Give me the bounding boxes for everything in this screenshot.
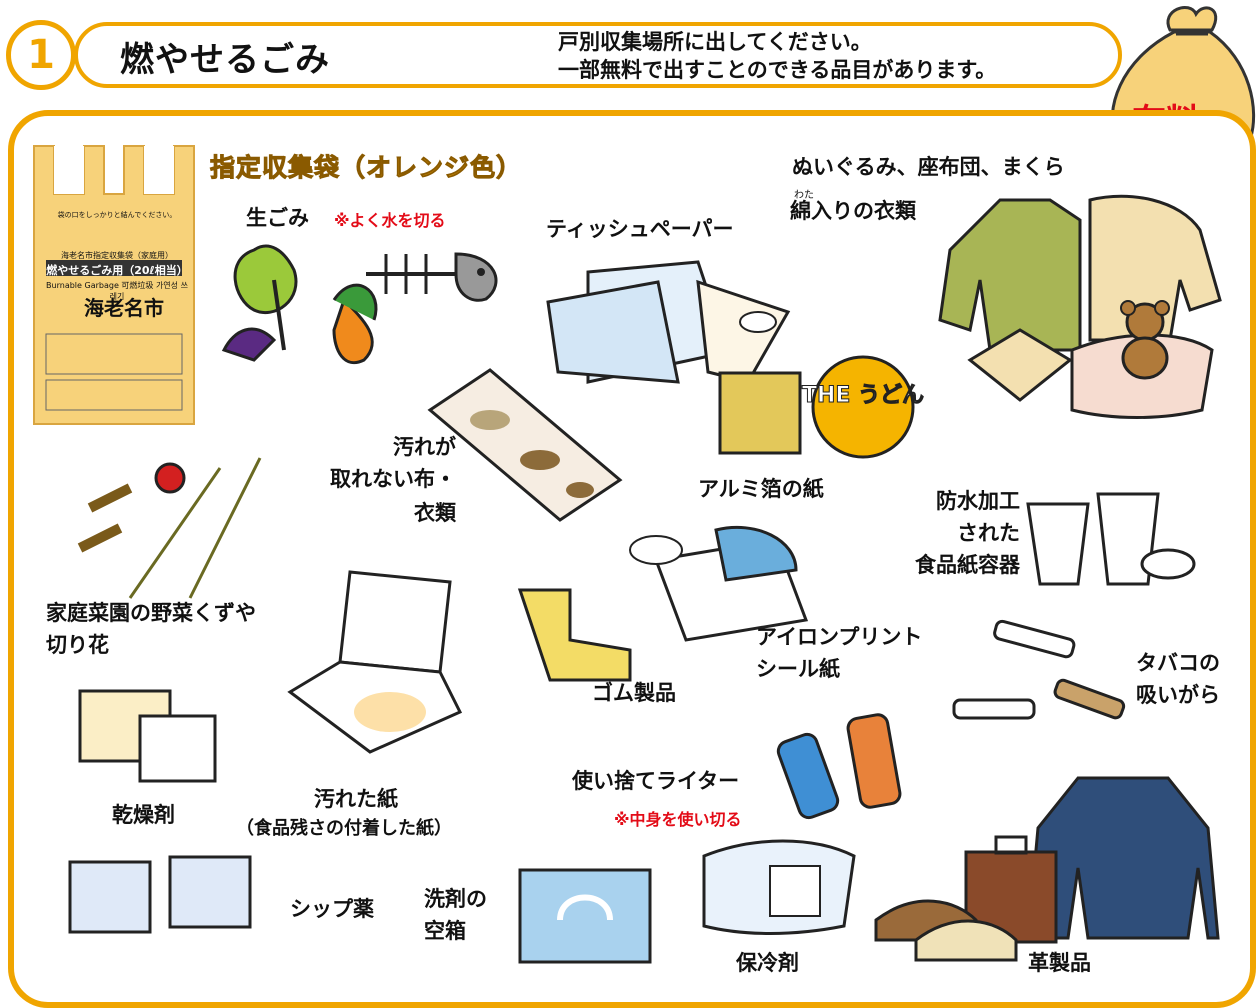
shoes-icon	[874, 899, 1018, 962]
cigarette-icon	[952, 619, 1126, 720]
lighter-icon	[776, 713, 902, 820]
label-cigarette-2: 吸いがら	[1136, 683, 1220, 707]
boot-icon	[517, 588, 632, 682]
label-detergent-1: 洗剤の	[424, 887, 487, 911]
food-box-icon	[287, 570, 463, 754]
note-raw-garbage: ※よく水を切る	[334, 211, 446, 230]
label-rubber: ゴム製品	[592, 681, 676, 705]
label-iron-1: アイロンプリント	[756, 625, 923, 649]
label-cold-pack: 保冷剤	[736, 951, 799, 975]
detergent-box-icon	[518, 868, 652, 964]
label-foil-paper: アルミ箔の紙	[698, 477, 824, 501]
label-detergent-2: 空箱	[424, 919, 466, 943]
label-dirty-cloth-1: 汚れが	[393, 435, 456, 459]
desiccant-icon	[78, 689, 217, 783]
paper-cup-icon	[1026, 492, 1196, 586]
label-dirty-cloth-3: 衣類	[414, 501, 456, 525]
label-dirty-paper: 汚れた紙	[314, 787, 398, 811]
label-garden-2: 切り花	[46, 633, 109, 657]
label-cotton-clothes: 綿入りの衣類	[790, 199, 916, 223]
label-raw-garbage: 生ごみ	[246, 206, 309, 230]
label-waterproof-3: 食品紙容器	[915, 553, 1020, 577]
tissue-icon	[546, 260, 791, 384]
title-bar: 燃やせるごみ 戸別収集場所に出してください。 一部無料で出すことのできる品目があ…	[74, 22, 1122, 88]
label-garden-1: 家庭菜園の野菜くずや	[46, 601, 256, 625]
section-number: 1	[6, 20, 76, 90]
note-line-2: 一部無料で出すことのできる品目があります。	[558, 58, 997, 82]
label-waterproof-1: 防水加工	[936, 489, 1020, 513]
label-lighter: 使い捨てライター	[572, 769, 740, 793]
page-title: 燃やせるごみ	[120, 40, 330, 80]
flower-icon	[77, 457, 262, 599]
fish-bone-icon	[366, 252, 498, 302]
cold-pack-icon	[702, 839, 856, 935]
bag-use-text: 燃やせるごみ用（20ℓ相当）	[46, 264, 188, 277]
label-tissue: ティッシュペーパー	[546, 217, 734, 241]
label-poultice: シップ薬	[290, 897, 374, 921]
label-leather: 革製品	[1028, 951, 1091, 975]
label-cigarette-1: タバコの	[1136, 651, 1220, 675]
bag-top-text: 袋の口をしっかりと結んでください。	[57, 211, 177, 219]
poultice-icon	[68, 855, 252, 934]
note-line-1: 戸別収集場所に出してください。	[558, 30, 872, 54]
label-stuffed: ぬいぐるみ、座布団、まくら	[792, 155, 1065, 179]
iron-icon	[629, 525, 809, 642]
bag-title: 指定収集袋（オレンジ色）	[209, 153, 523, 183]
label-iron-2: シール紙	[756, 657, 840, 681]
pillow-icon	[967, 328, 1073, 402]
label-dirty-cloth-2: 取れない布・	[330, 467, 456, 491]
header: 1 燃やせるごみ 戸別収集場所に出してください。 一部無料で出すことのできる品目…	[6, 14, 1122, 104]
bag-city-name: 海老名市	[84, 296, 164, 320]
note-dirty-paper: （食品残さの付着した紙）	[236, 818, 452, 839]
note-lighter: ※中身を使い切る	[614, 810, 742, 829]
udon-lid-icon: THE うどん	[801, 355, 925, 459]
teddy-bear-icon	[1120, 300, 1170, 380]
cloth-icon	[427, 368, 623, 522]
udon-label: THE うどん	[802, 383, 924, 408]
bag-type-text: 海老名市指定収集袋（家庭用）	[61, 251, 173, 260]
label-desiccant: 乾燥剤	[112, 803, 175, 827]
ruby-cotton: わた	[794, 190, 814, 201]
foil-icon	[718, 371, 802, 455]
bag-english-text: Burnable Garbage 可燃垃圾 가연성 쓰레기	[46, 281, 188, 301]
designated-bag-icon	[33, 145, 195, 425]
label-waterproof-2: された	[957, 521, 1020, 545]
vegetable-icon	[221, 244, 378, 365]
